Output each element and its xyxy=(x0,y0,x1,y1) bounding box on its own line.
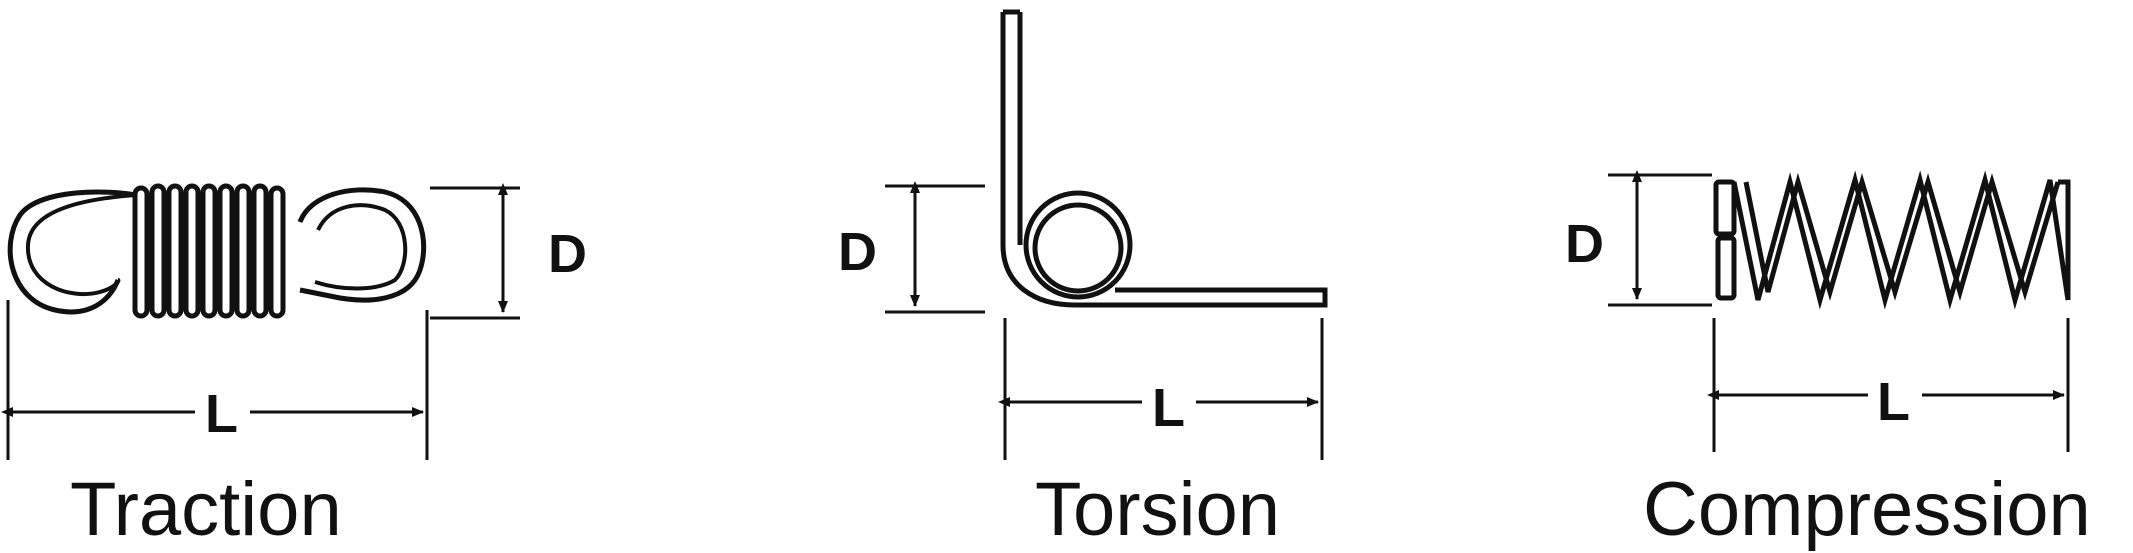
torsion-l-label: L xyxy=(1152,378,1185,438)
torsion-d-dimension xyxy=(885,181,985,314)
traction-l-label: L xyxy=(205,384,238,444)
compression-d-label: D xyxy=(1565,214,1604,274)
traction-coils xyxy=(132,183,286,319)
traction-l-dimension xyxy=(1,300,429,460)
torsion-l-dimension xyxy=(998,318,1324,460)
traction-spring-drawing xyxy=(7,183,427,319)
torsion-spring-drawing xyxy=(1000,9,1328,308)
compression-l-label: L xyxy=(1877,372,1910,432)
traction-caption: Traction xyxy=(70,467,342,552)
compression-spring-group: D L Compression xyxy=(1565,170,2091,552)
traction-d-dimension xyxy=(430,183,520,320)
traction-right-hook xyxy=(297,187,427,303)
torsion-horizontal-leg xyxy=(1075,287,1328,308)
torsion-d-label: D xyxy=(838,222,877,282)
compression-d-dimension xyxy=(1608,170,1712,307)
compression-l-dimension xyxy=(1707,318,2070,452)
traction-spring-group: D L Traction xyxy=(1,183,587,552)
compression-caption: Compression xyxy=(1643,467,2091,552)
torsion-spring-group: D L Torsion xyxy=(838,9,1328,552)
torsion-coil xyxy=(1023,190,1133,300)
compression-spring-drawing xyxy=(1713,170,2071,310)
traction-d-label: D xyxy=(548,224,587,284)
torsion-vertical-leg xyxy=(1000,12,1076,308)
traction-left-hook xyxy=(7,189,136,315)
torsion-caption: Torsion xyxy=(1035,467,1280,552)
